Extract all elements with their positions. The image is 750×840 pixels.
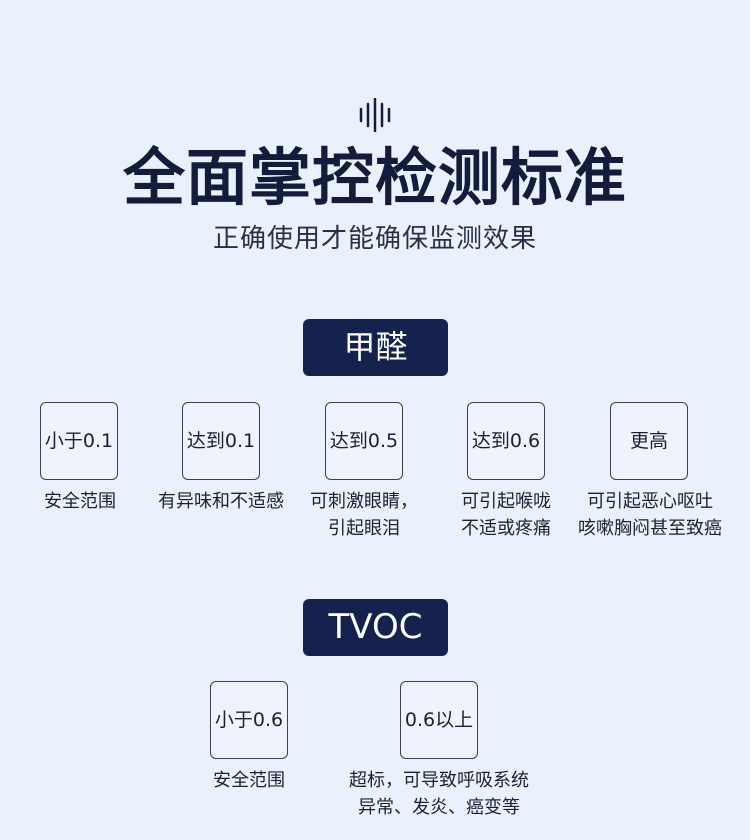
description-line: 有异味和不适感 [158, 491, 284, 512]
description-line: 可引起喉咙 [461, 491, 551, 512]
level-description: 超标，可导致呼吸系统 异常、发炎、癌变等 [329, 767, 549, 821]
page-title: 全面掌控检测标准 [122, 141, 627, 214]
description-line: 咳嗽胸闷甚至致癌 [578, 518, 722, 539]
description-line: 安全范围 [44, 491, 116, 512]
level-box: 达到0.5 [325, 402, 403, 480]
description-line: 异常、发炎、癌变等 [358, 797, 520, 818]
description-line: 超标，可导致呼吸系统 [349, 770, 529, 791]
level-box: 小于0.6 [210, 681, 288, 759]
level-description: 安全范围 [169, 767, 329, 794]
level-box: 小于0.1 [40, 402, 118, 480]
description-line: 可刺激眼睛， [310, 491, 418, 512]
level-box: 达到0.1 [182, 402, 260, 480]
level-box: 更高 [610, 402, 688, 480]
section-tag-formaldehyde: 甲醛 [303, 319, 448, 376]
level-description: 可引起喉咙 不适或疼痛 [426, 488, 586, 542]
description-line: 安全范围 [213, 770, 285, 791]
level-box: 达到0.6 [467, 402, 545, 480]
page-subtitle: 正确使用才能确保监测效果 [212, 224, 537, 254]
level-box: 0.6以上 [400, 681, 478, 759]
description-line: 引起眼泪 [328, 518, 400, 539]
description-line: 可引起恶心呕吐 [587, 491, 713, 512]
section-tag-tvoc: TVOC [303, 599, 448, 656]
sound-wave-icon [356, 98, 394, 132]
level-description: 安全范围 [0, 488, 160, 515]
level-description: 可引起恶心呕吐 咳嗽胸闷甚至致癌 [570, 488, 730, 542]
level-description: 有异味和不适感 [141, 488, 301, 515]
level-description: 可刺激眼睛， 引起眼泪 [284, 488, 444, 542]
description-line: 不适或疼痛 [461, 518, 551, 539]
